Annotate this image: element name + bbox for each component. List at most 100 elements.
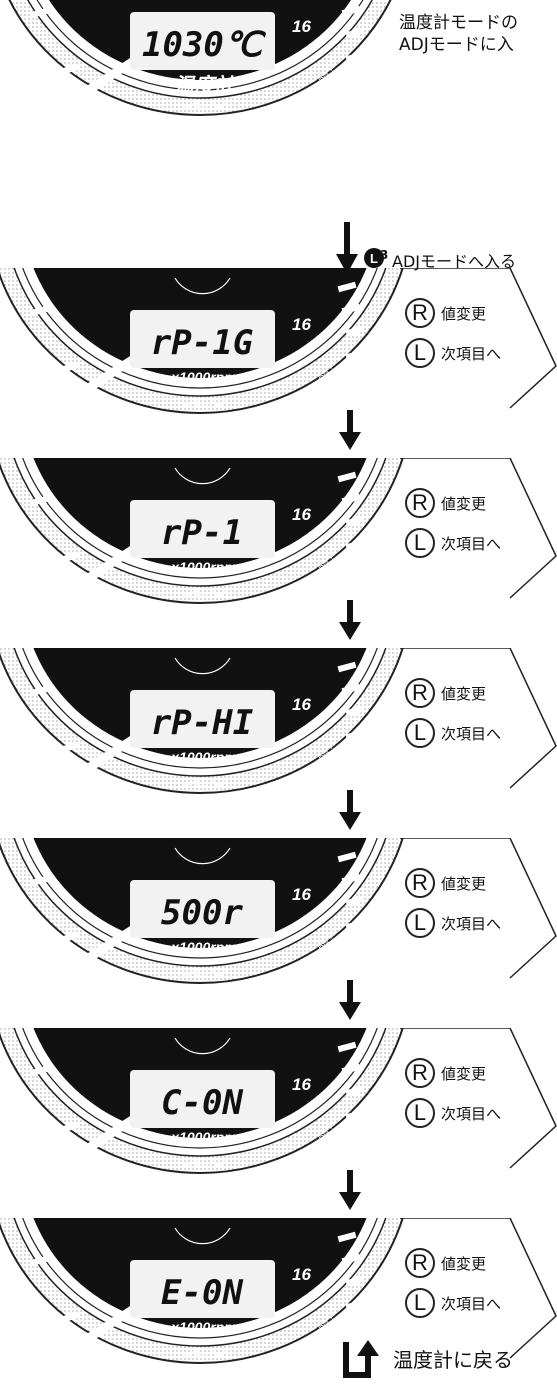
scale-number: 16 <box>292 695 311 714</box>
tick-mark <box>337 1135 357 1147</box>
tick-mark <box>41 1323 61 1335</box>
tick-mark <box>41 563 61 575</box>
tick-mark <box>41 373 61 385</box>
tick-mark <box>345 729 365 741</box>
brand-label: TAKEGAWA <box>179 1158 229 1168</box>
tick-mark <box>345 1275 365 1287</box>
badge-number: 3 <box>380 248 389 262</box>
lcd-readout: rP-1 <box>161 513 243 553</box>
scale-number: 16 <box>292 1075 311 1094</box>
brand-label: TAKEGAWA <box>179 100 229 110</box>
step-bracket <box>400 838 557 979</box>
scale-number: 16 <box>292 315 311 334</box>
tick-mark <box>61 1121 81 1133</box>
tick-mark <box>61 63 81 75</box>
l-button-icon: L <box>405 1098 435 1128</box>
gauge-unit-label: x1000rpm <box>170 369 236 385</box>
step-bracket <box>400 458 557 599</box>
down-arrow-icon <box>339 980 361 1020</box>
r-button-icon: R <box>405 678 435 708</box>
l-button-icon: L <box>405 718 435 748</box>
l-button-icon: L <box>405 338 435 368</box>
lcd-window <box>130 880 275 938</box>
r-button-legend: R 値変更 <box>405 298 486 328</box>
r-button-label: 値変更 <box>441 1254 487 1273</box>
r-button-icon: R <box>405 298 435 328</box>
l-button-icon: L <box>405 528 435 558</box>
tick-mark <box>337 1325 357 1337</box>
tick-mark <box>29 7 49 19</box>
l3-badge: L <box>364 248 384 268</box>
tick-mark <box>341 5 361 17</box>
tick-mark <box>337 281 357 293</box>
l-button-label: 次項目へ <box>441 1104 502 1123</box>
tick-mark <box>345 1109 365 1121</box>
tick-mark <box>341 303 361 315</box>
tick-mark <box>345 515 365 527</box>
tick-mark <box>41 943 61 955</box>
tick-mark <box>61 551 81 563</box>
tick-mark <box>61 931 81 943</box>
scale-number: 16 <box>292 1265 311 1284</box>
enter-adj-label: ADJモードへ入る <box>392 252 516 271</box>
gauge-unit-label: x1000rpm <box>170 749 236 765</box>
lcd-window <box>130 12 275 70</box>
gauge-unit-label: x1000rpm <box>170 1319 236 1335</box>
tick-mark <box>337 77 357 89</box>
lcd-window <box>130 500 275 558</box>
return-arrow-icon <box>343 1340 379 1378</box>
tick-mark <box>337 1041 357 1053</box>
tick-mark <box>341 1253 361 1265</box>
l-button-label: 次項目へ <box>441 914 502 933</box>
gauge-unit-label: 温度計 <box>174 74 237 97</box>
lcd-window <box>130 1070 275 1128</box>
r-button-icon: R <box>405 868 435 898</box>
tick-mark <box>41 753 61 765</box>
tick-mark <box>337 1231 357 1243</box>
gauge-unit-label: x1000rpm <box>170 1129 236 1145</box>
tick-mark <box>337 851 357 863</box>
tick-mark <box>29 875 49 887</box>
lcd-window <box>130 690 275 748</box>
l-button-label: 次項目へ <box>441 534 502 553</box>
brand-label: TAKEGAWA <box>179 588 229 598</box>
tick-mark <box>345 51 365 63</box>
r-button-legend: R 値変更 <box>405 868 486 898</box>
tick-mark <box>345 705 365 717</box>
l-button-label: 次項目へ <box>441 1294 502 1313</box>
brand-label: TAKEGAWA <box>179 1348 229 1358</box>
r-button-label: 値変更 <box>441 304 487 323</box>
down-arrow-icon <box>339 410 361 450</box>
lcd-readout: C-0N <box>161 1083 243 1123</box>
l-button-legend: L 次項目へ <box>405 528 501 558</box>
brand-label: TAKEGAWA <box>179 968 229 978</box>
l-button-legend: L 次項目へ <box>405 1098 501 1128</box>
lcd-readout: rP-HI <box>151 703 254 743</box>
tick-mark <box>337 565 357 577</box>
lcd-readout: 1030℃ <box>142 25 267 65</box>
tick-mark <box>337 471 357 483</box>
scale-number: 16 <box>292 17 311 36</box>
r-button-label: 値変更 <box>441 874 487 893</box>
badge-letter: L <box>370 250 378 266</box>
lcd-window <box>130 310 275 368</box>
tick-mark <box>29 1255 49 1267</box>
l-button-legend: L 次項目へ <box>405 908 501 938</box>
tick-mark <box>61 1311 81 1323</box>
tick-mark <box>61 361 81 373</box>
lcd-readout: E-0N <box>161 1273 243 1313</box>
tick-mark <box>41 75 61 87</box>
l-button-icon: L <box>405 908 435 938</box>
r-button-label: 値変更 <box>441 494 487 513</box>
gauge-unit-label: x1000rpm <box>170 939 236 955</box>
tick-mark <box>337 755 357 767</box>
